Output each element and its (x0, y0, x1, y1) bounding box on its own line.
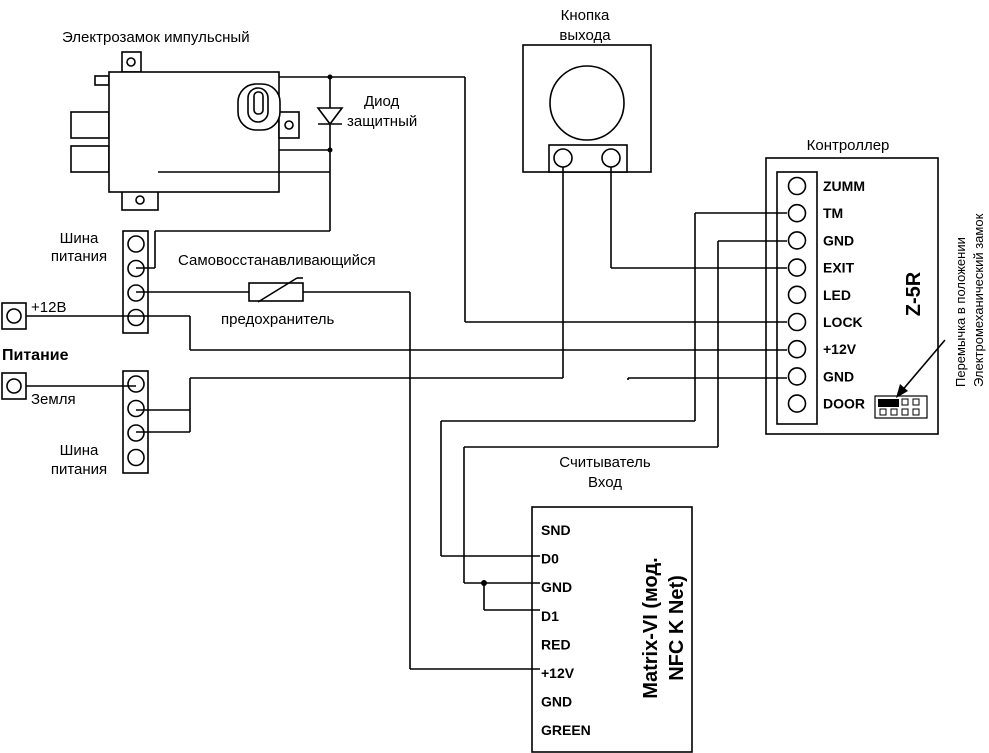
exit-button-label-line2: выхода (559, 27, 611, 44)
controller-title: Контроллер (807, 137, 890, 154)
controller-terminal-label: GND (823, 232, 854, 248)
controller-terminal-label: EXIT (823, 260, 855, 276)
bus-terminal (127, 308, 145, 327)
reader-terminal-label: D1 (541, 608, 559, 624)
reader-terminal-label: +12V (541, 665, 575, 681)
reader-terminal-label: RED (541, 636, 571, 652)
controller-terminal-label: LED (823, 287, 851, 303)
resettable-fuse (248, 277, 304, 303)
bus-terminal (127, 235, 145, 253)
controller-terminal-label: ZUMM (823, 178, 865, 194)
exit-button-label-line1: Кнопка (561, 7, 610, 24)
lock-title: Электрозамок импульсный (62, 29, 250, 46)
jumper-label-line2: Электромеханический замок (971, 213, 986, 387)
bus-bottom-label-line1: Шина (60, 442, 99, 459)
reader-model-line1: Matrix-VI (мод. (640, 557, 662, 698)
ground-terminal (1, 372, 27, 400)
controller-model: Z-5R (903, 271, 925, 316)
controller-terminals: ZUMM TM GND EXIT LED LOCK +12V GND DOOR (787, 176, 865, 413)
plus12v-terminal (1, 302, 27, 330)
controller-terminal-label: TM (823, 205, 843, 221)
power-bus-top-terminals (127, 235, 145, 327)
ground-label: Земля (31, 391, 76, 408)
bus-terminal (127, 375, 145, 393)
diode-symbol (316, 76, 344, 150)
controller-terminal (787, 258, 807, 277)
reader-terminal-label: GND (541, 579, 572, 595)
controller-terminal-label: +12V (823, 341, 857, 357)
bus-top-label-line2: питания (51, 248, 107, 265)
controller-terminal (787, 176, 807, 196)
controller-terminal-label: DOOR (823, 396, 865, 412)
bus-terminal (127, 284, 145, 302)
reader-label-line1: Считыватель (559, 454, 651, 471)
reader-box (531, 506, 693, 753)
controller-terminal (787, 367, 807, 386)
bus-terminal (127, 424, 145, 442)
fuse-label-line1: Самовосстанавливающийся (178, 252, 376, 269)
reader-terminal-label: GND (541, 694, 572, 710)
bus-terminal (127, 448, 145, 467)
bus-top-label-line1: Шина (60, 230, 99, 247)
controller-terminal (787, 285, 807, 305)
controller-terminal-label: GND (823, 368, 854, 384)
controller-terminal (787, 203, 807, 223)
controller-terminal (787, 231, 807, 250)
power-bus-bottom-terminals (127, 375, 145, 467)
exit-button (522, 44, 652, 173)
jumper-label-line1: Перемычка в положении (953, 237, 968, 387)
wires (26, 74, 787, 670)
fuse-label-line2: предохранитель (221, 311, 335, 328)
reader-terminal-label: SND (541, 522, 571, 538)
bus-terminal (127, 399, 145, 418)
reader-terminal-label: GREEN (541, 722, 591, 738)
reader-terminal-label: D0 (541, 551, 559, 567)
reader-model-line2: NFC K Net) (666, 575, 688, 681)
controller-terminal (787, 312, 807, 332)
jumper-block (874, 395, 928, 419)
bus-bottom-label-line2: питания (51, 461, 107, 478)
diode-label-line1: Диод (364, 93, 400, 110)
electric-lock (70, 51, 300, 211)
plus12v-label: +12В (31, 299, 66, 316)
controller-terminal (787, 339, 807, 359)
jumper-arrow (896, 339, 946, 398)
reader-label-line2: Вход (588, 474, 622, 491)
diode-label-line2: защитный (347, 113, 417, 130)
controller-terminal-label: LOCK (823, 314, 863, 330)
power-title: Питание (2, 347, 69, 364)
controller-terminal (787, 394, 807, 413)
